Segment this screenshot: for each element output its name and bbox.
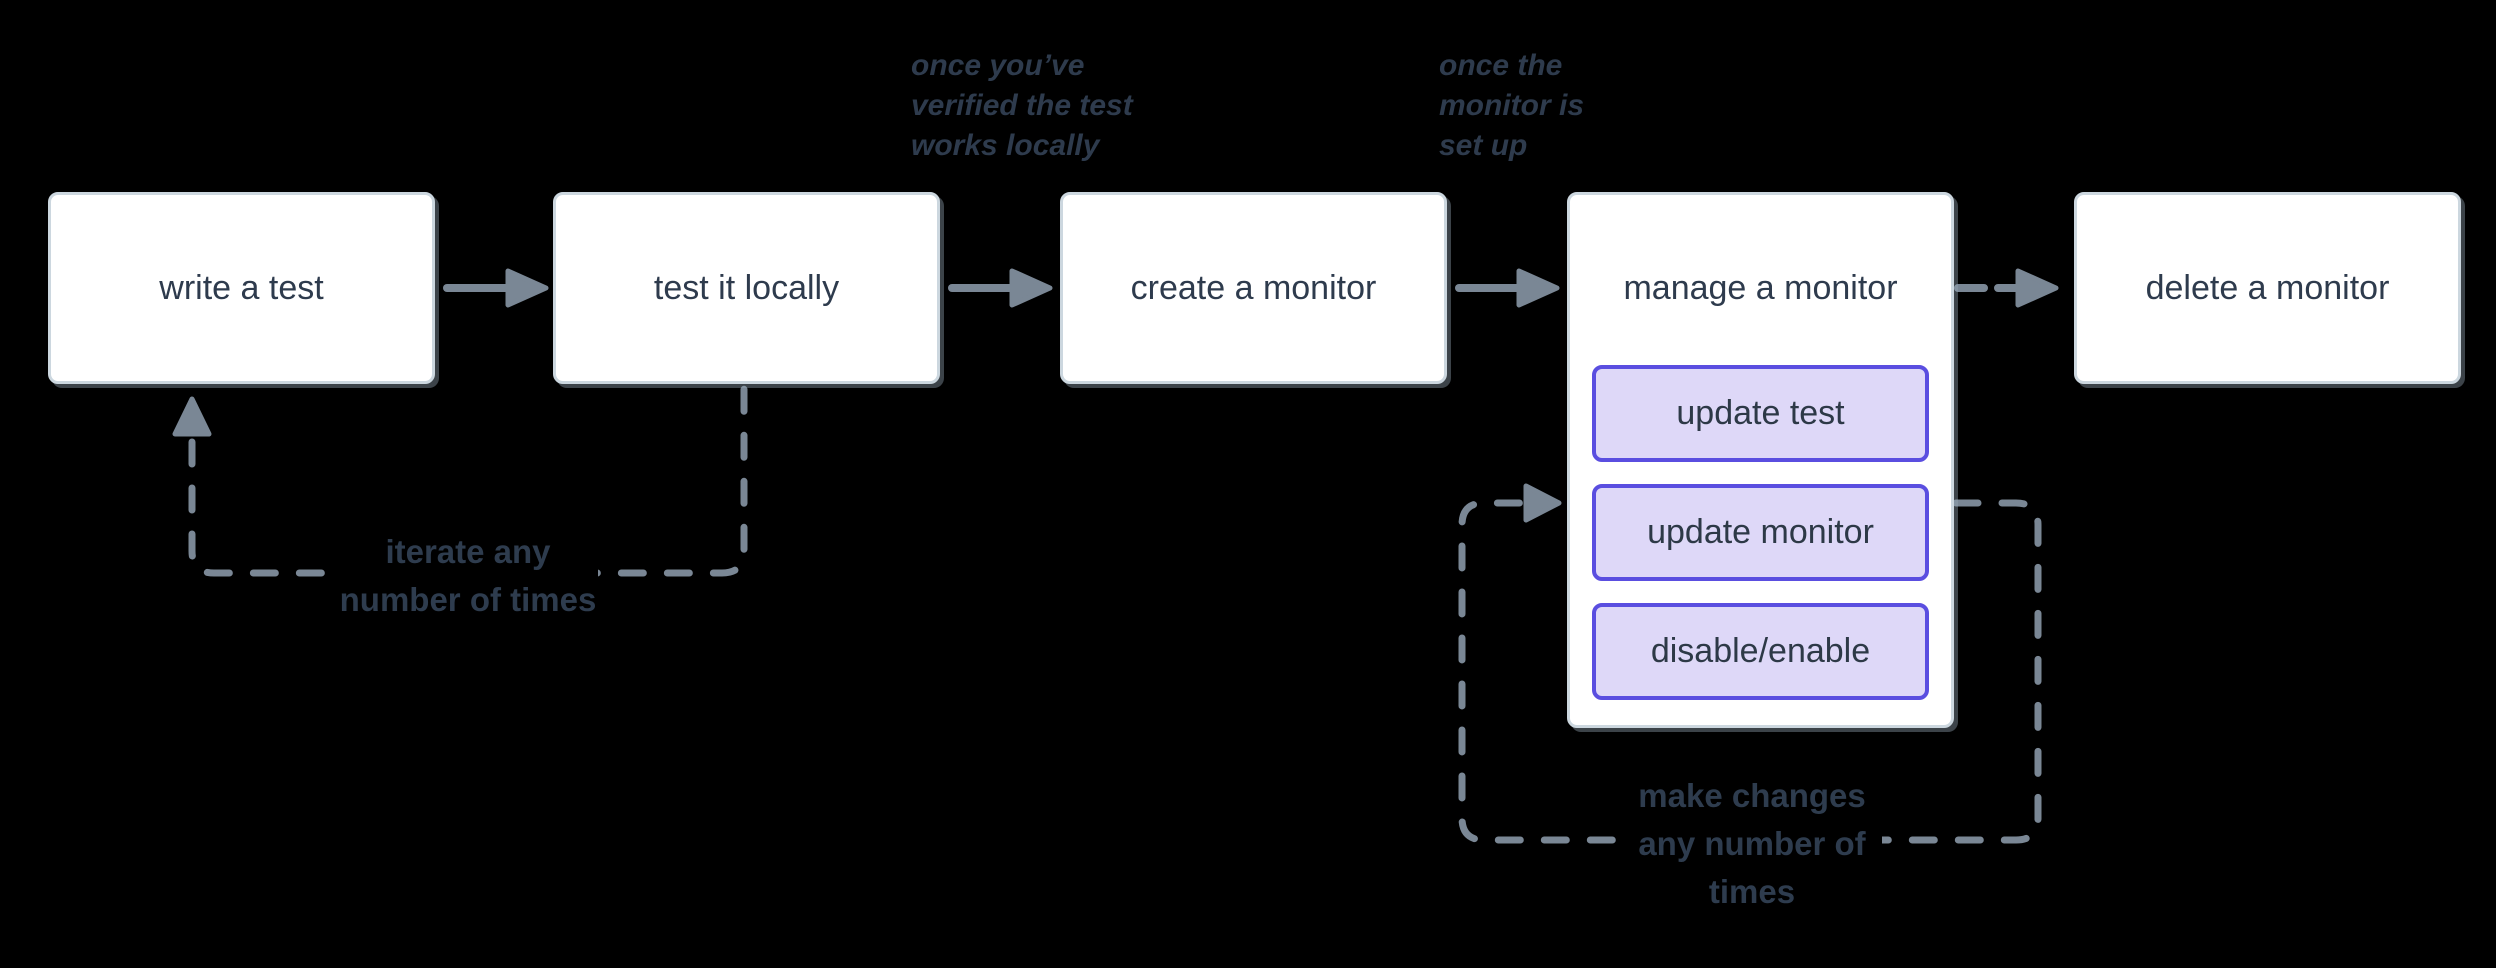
loop-label-line: make changes bbox=[1638, 777, 1866, 814]
arrowhead-icon bbox=[505, 268, 549, 308]
node-label: manage a monitor bbox=[1623, 268, 1898, 307]
loop-label-line: any number of bbox=[1638, 825, 1866, 862]
annotation-line: verified the test bbox=[911, 89, 1133, 122]
arrowhead-icon bbox=[2015, 268, 2059, 308]
annotation-line: once the bbox=[1439, 49, 1563, 82]
node-label: test it locally bbox=[653, 268, 840, 307]
subnode-label: update monitor bbox=[1647, 513, 1874, 551]
arrowhead-icon bbox=[1523, 483, 1562, 523]
iterate-loop-label: iterate any number of times bbox=[338, 528, 598, 624]
annotation-line: once you’ve bbox=[911, 49, 1085, 82]
subnode-label: disable/enable bbox=[1650, 632, 1871, 670]
node-manage-a-monitor: manage a monitor update test update moni… bbox=[1567, 192, 1954, 728]
annotation-line: set up bbox=[1439, 129, 1528, 162]
annotation-monitor-set-up: once the monitor is set up bbox=[1439, 46, 1584, 166]
node-test-it-locally: test it locally bbox=[553, 192, 940, 384]
node-write-a-test: write a test bbox=[48, 192, 435, 384]
node-label: create a monitor bbox=[1130, 268, 1377, 307]
arrowhead-icon bbox=[1516, 268, 1560, 308]
annotation-line: monitor is bbox=[1439, 89, 1585, 122]
loop-label-line: iterate any bbox=[385, 533, 551, 570]
annotation-verified-locally: once you’ve verified the test works loca… bbox=[911, 46, 1133, 166]
node-label: delete a monitor bbox=[2145, 268, 2390, 307]
annotation-line: works locally bbox=[911, 129, 1100, 162]
make-changes-loop-label: make changes any number of times bbox=[1622, 772, 1882, 916]
arrowhead-up-icon bbox=[172, 396, 212, 437]
arrowhead-icon bbox=[1009, 268, 1053, 308]
subnode-label: update test bbox=[1676, 394, 1845, 432]
subnode-disable-enable: disable/enable bbox=[1592, 603, 1929, 700]
subnode-update-monitor: update monitor bbox=[1592, 484, 1929, 581]
subnode-update-test: update test bbox=[1592, 365, 1929, 462]
node-label: write a test bbox=[159, 268, 324, 307]
node-delete-a-monitor: delete a monitor bbox=[2074, 192, 2461, 384]
node-create-a-monitor: create a monitor bbox=[1060, 192, 1447, 384]
loop-label-line: times bbox=[1708, 873, 1796, 910]
loop-label-line: number of times bbox=[339, 581, 597, 618]
